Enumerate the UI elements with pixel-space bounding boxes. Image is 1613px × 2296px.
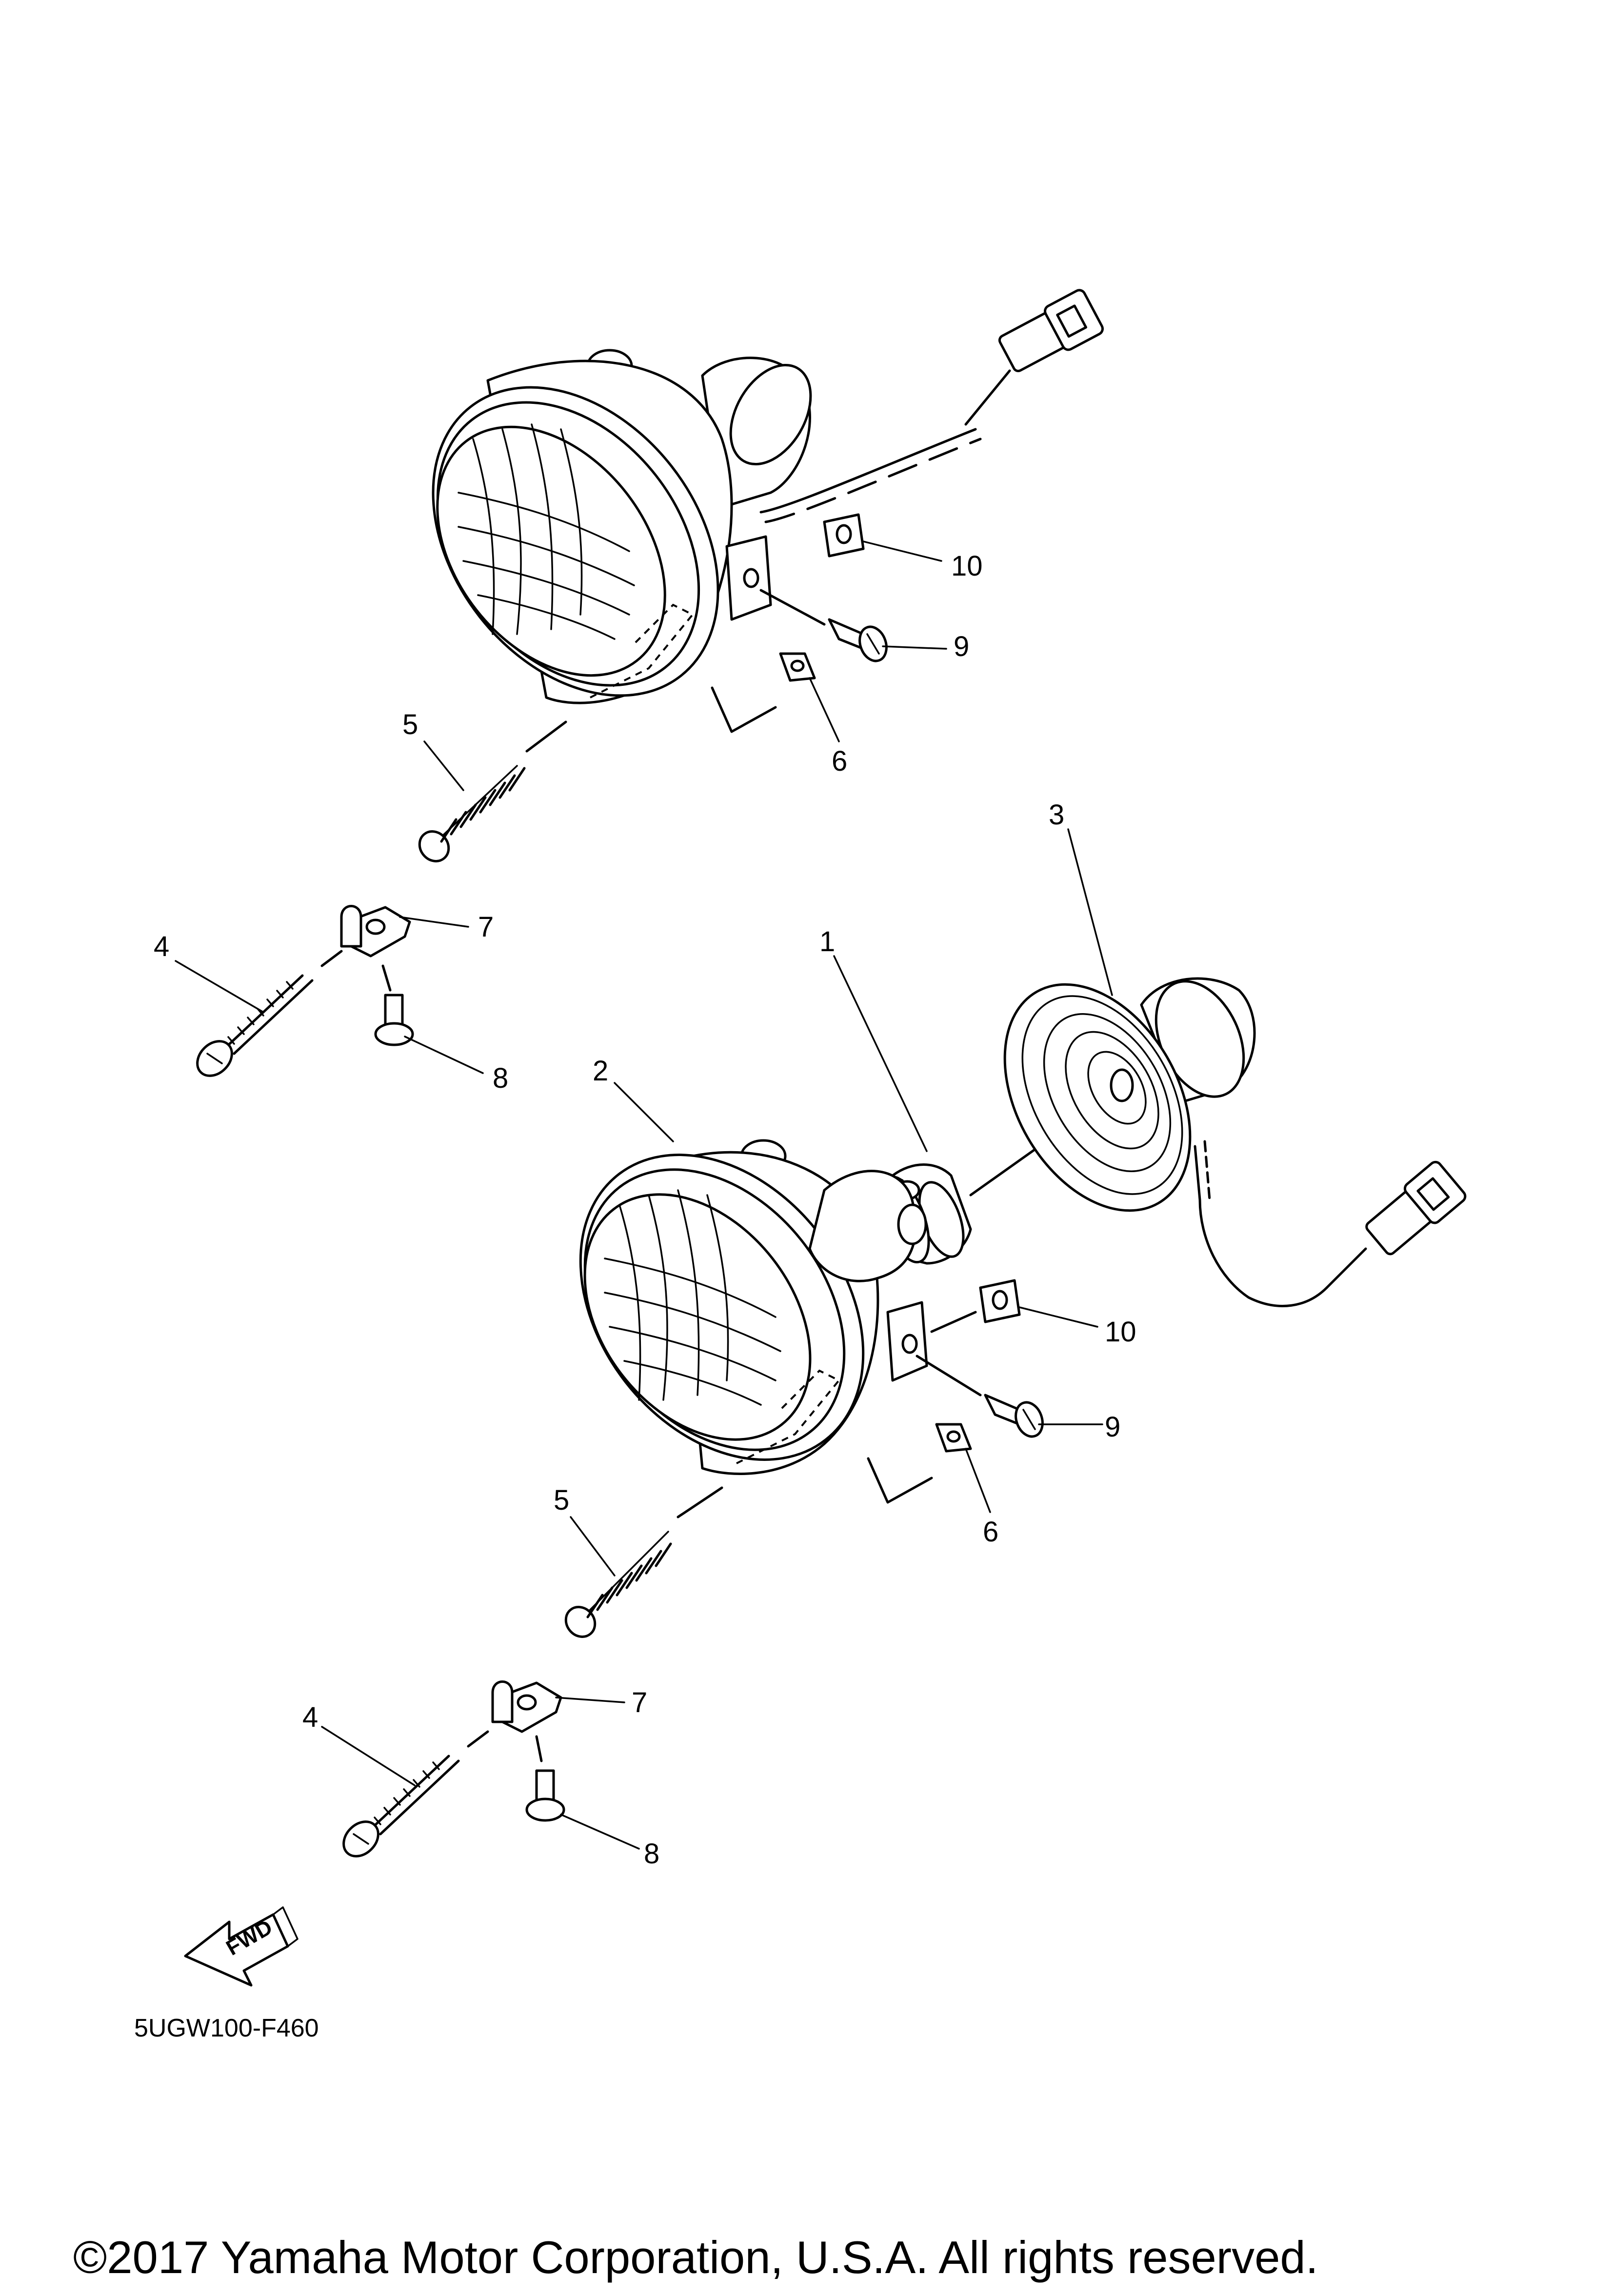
- callout-4-lower: 4: [302, 1701, 318, 1733]
- upper-bolt-4: [196, 950, 343, 1077]
- upper-screw-8: [374, 964, 414, 1046]
- callout-6-upper: 6: [832, 745, 847, 777]
- callout-7-lower: 7: [632, 1687, 647, 1718]
- lower-bracket-7: [491, 1680, 562, 1733]
- lower-nut-6: [935, 1423, 972, 1453]
- callout-4-upper: 4: [154, 931, 169, 962]
- upper-nut-10: [823, 513, 865, 558]
- lower-screw-8: [525, 1735, 565, 1822]
- callout-10-lower: 10: [1105, 1316, 1136, 1348]
- callout-6-lower: 6: [983, 1516, 998, 1548]
- upper-bracket-line: [711, 686, 777, 733]
- callout-5-upper: 5: [402, 709, 418, 740]
- upper-spring-5: [418, 720, 567, 862]
- callout-5-lower: 5: [554, 1484, 569, 1516]
- callout-9-upper: 9: [954, 631, 969, 662]
- leader-lines: [175, 540, 1113, 1850]
- callout-10-upper: 10: [951, 550, 983, 582]
- callout-7-upper: 7: [478, 911, 494, 943]
- callout-2: 2: [593, 1055, 608, 1087]
- diagram-code: 5UGW100-F460: [134, 2014, 319, 2042]
- upper-headlight-assembly: [432, 289, 1104, 704]
- callout-3: 3: [1049, 799, 1064, 831]
- lower-bracket-line: [867, 1457, 933, 1504]
- callout-8-lower: 8: [644, 1838, 659, 1870]
- upper-nut-6: [779, 652, 816, 682]
- lower-nut-10: [930, 1279, 1021, 1333]
- socket-3: [1003, 977, 1467, 1307]
- callout-9-lower: 9: [1105, 1411, 1120, 1443]
- upper-bracket-7: [340, 905, 411, 958]
- upper-screw-9: [759, 589, 888, 662]
- lower-bolt-4: [342, 1730, 489, 1857]
- callout-8-upper: 8: [493, 1062, 508, 1094]
- lower-headlight-assembly: [579, 1139, 928, 1476]
- fwd-arrow-icon: FWD: [184, 1906, 299, 1987]
- callout-1: 1: [819, 926, 835, 958]
- copyright-notice: ©2017 Yamaha Motor Corporation, U.S.A. A…: [73, 2232, 1318, 2283]
- lower-spring-5: [564, 1486, 723, 1638]
- lower-screw-9: [916, 1355, 1044, 1438]
- bulb-1: [808, 1086, 1123, 1282]
